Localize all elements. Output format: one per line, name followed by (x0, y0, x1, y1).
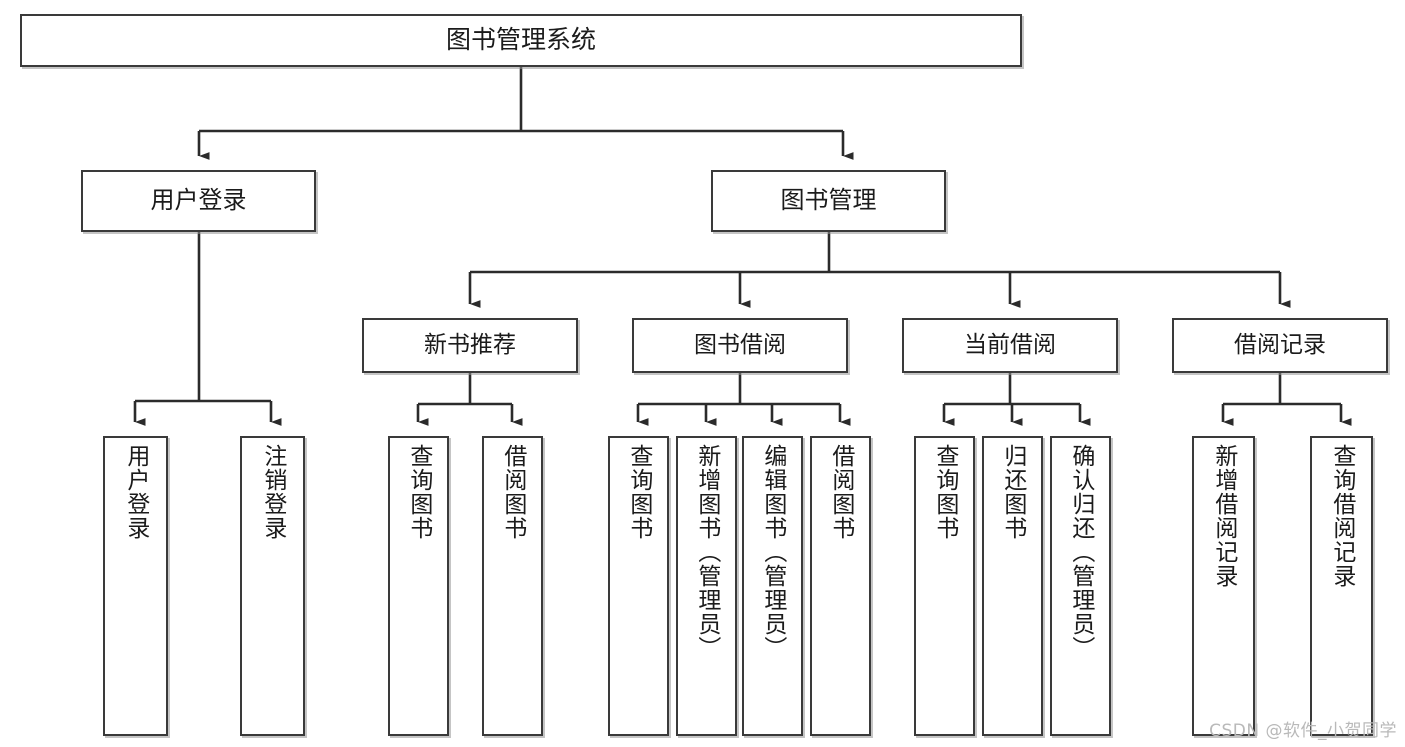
node-borrow-record-label: 借阅记录 (1234, 332, 1326, 359)
leaf-return-book[interactable]: 归还图书 (982, 436, 1043, 736)
leaf-query-book-borrow[interactable]: 查询图书 (608, 436, 669, 736)
node-borrow-record[interactable]: 借阅记录 (1172, 318, 1388, 373)
leaf-return-book-label: 归还图书 (999, 444, 1026, 540)
leaf-query-book-borrow-label: 查询图书 (625, 444, 652, 540)
leaf-confirm-return-admin-label: 确认归还（管理员） (1067, 444, 1094, 660)
leaf-borrow-book-label: 借阅图书 (827, 444, 854, 540)
leaf-user-login[interactable]: 用户登录 (103, 436, 168, 736)
leaf-add-borrow-record-label: 新增借阅记录 (1210, 444, 1237, 588)
node-new-book-recommend-label: 新书推荐 (424, 332, 516, 359)
leaf-query-book-current[interactable]: 查询图书 (914, 436, 975, 736)
node-book-management[interactable]: 图书管理 (711, 170, 946, 232)
leaf-borrow-book-recommend[interactable]: 借阅图书 (482, 436, 543, 736)
leaf-confirm-return-admin[interactable]: 确认归还（管理员） (1050, 436, 1111, 736)
leaf-query-book-recommend[interactable]: 查询图书 (388, 436, 449, 736)
leaf-query-book-recommend-label: 查询图书 (405, 444, 432, 540)
leaf-user-login-label: 用户登录 (122, 444, 149, 540)
leaf-edit-book-admin-label: 编辑图书（管理员） (759, 444, 786, 660)
node-user-login-label: 用户登录 (150, 186, 247, 215)
leaf-query-borrow-record-label: 查询借阅记录 (1328, 444, 1355, 588)
leaf-logout[interactable]: 注销登录 (240, 436, 305, 736)
leaf-edit-book-admin[interactable]: 编辑图书（管理员） (742, 436, 803, 736)
node-root-label: 图书管理系统 (445, 25, 596, 55)
node-user-login[interactable]: 用户登录 (81, 170, 316, 232)
leaf-add-book-admin[interactable]: 新增图书（管理员） (676, 436, 737, 736)
leaf-add-borrow-record[interactable]: 新增借阅记录 (1192, 436, 1255, 736)
leaf-logout-label: 注销登录 (259, 444, 286, 540)
node-new-book-recommend[interactable]: 新书推荐 (362, 318, 578, 373)
leaf-add-book-admin-label: 新增图书（管理员） (693, 444, 720, 660)
leaf-query-book-current-label: 查询图书 (931, 444, 958, 540)
node-book-borrow-label: 图书借阅 (694, 332, 786, 359)
leaf-borrow-book-recommend-label: 借阅图书 (499, 444, 526, 540)
leaf-query-borrow-record[interactable]: 查询借阅记录 (1310, 436, 1373, 736)
node-current-borrow-label: 当前借阅 (964, 332, 1056, 359)
leaf-borrow-book[interactable]: 借阅图书 (810, 436, 871, 736)
node-book-management-label: 图书管理 (780, 186, 877, 215)
node-current-borrow[interactable]: 当前借阅 (902, 318, 1118, 373)
node-book-borrow[interactable]: 图书借阅 (632, 318, 848, 373)
node-root[interactable]: 图书管理系统 (20, 14, 1022, 67)
csdn-watermark: CSDN @软件_小贺同学 (1209, 721, 1397, 741)
